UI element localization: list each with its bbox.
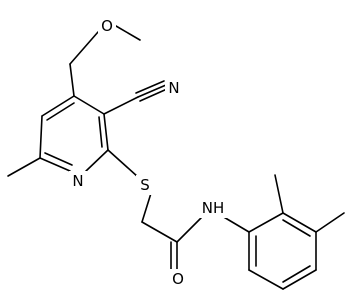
bond-o-ch3 xyxy=(115,25,141,41)
atom-thioether-sulfur: S xyxy=(136,175,154,195)
ring-double-n1-c6 xyxy=(44,152,73,166)
ring-double-c3-c2 xyxy=(98,116,103,148)
methoxy-oxygen-label: O xyxy=(101,17,113,35)
bond-phenyl-methyl-1 xyxy=(274,174,284,214)
bond-c6-methyl xyxy=(7,157,41,177)
phenyl-double-2 xyxy=(282,265,311,283)
bond-c2-s xyxy=(107,149,139,178)
ring-bond-c4-c3 xyxy=(73,95,105,115)
atom-amide-oxygen: O xyxy=(169,269,187,289)
bond-carbonyl-nh xyxy=(176,217,202,243)
phenyl-bond-2 xyxy=(282,212,317,233)
bond-ch2-carbonyl xyxy=(141,221,178,243)
ring-bond-c3-c2 xyxy=(103,113,109,151)
bond-ring-ch2 xyxy=(69,63,75,97)
atom-label-layer: O N N S O NH xyxy=(69,16,227,289)
bond-ch2-o xyxy=(69,31,99,65)
bond-nh-aryl xyxy=(221,215,250,233)
atom-nitrile-nitrogen: N xyxy=(165,78,183,98)
thioether-sulfur-label: S xyxy=(140,176,150,194)
amide-nitrogen-label: NH xyxy=(202,199,225,217)
nitrile-triple-2 xyxy=(139,88,168,102)
ring-bond-n1-c6 xyxy=(39,157,71,172)
bond-c3-cn xyxy=(103,96,139,115)
amide-oxygen-label: O xyxy=(172,270,184,288)
phenyl-bond-5 xyxy=(248,269,284,290)
ring-bond-c5-c4 xyxy=(41,95,75,117)
ring-bond-c6-c5 xyxy=(39,115,43,159)
ring-bond-c2-n1 xyxy=(85,149,109,172)
pyridine-nitrogen-label: N xyxy=(72,172,83,190)
phenyl-bond-1 xyxy=(248,212,284,233)
ring-double-c5-c4 xyxy=(46,102,75,121)
nitrile-nitrogen-label: N xyxy=(168,79,179,97)
atom-pyridine-nitrogen: N xyxy=(69,171,87,191)
phenyl-bond-4 xyxy=(282,269,317,290)
atom-amide-nitrogen: NH xyxy=(199,198,227,218)
nitrile-triple-1 xyxy=(137,84,167,98)
phenyl-double-1 xyxy=(282,219,311,237)
bond-phenyl-methyl-2 xyxy=(315,212,345,233)
bond-layer xyxy=(7,25,345,290)
atom-methoxy-oxygen: O xyxy=(98,16,116,36)
nitrile-triple-3 xyxy=(135,80,165,94)
bond-s-ch2 xyxy=(141,189,153,223)
